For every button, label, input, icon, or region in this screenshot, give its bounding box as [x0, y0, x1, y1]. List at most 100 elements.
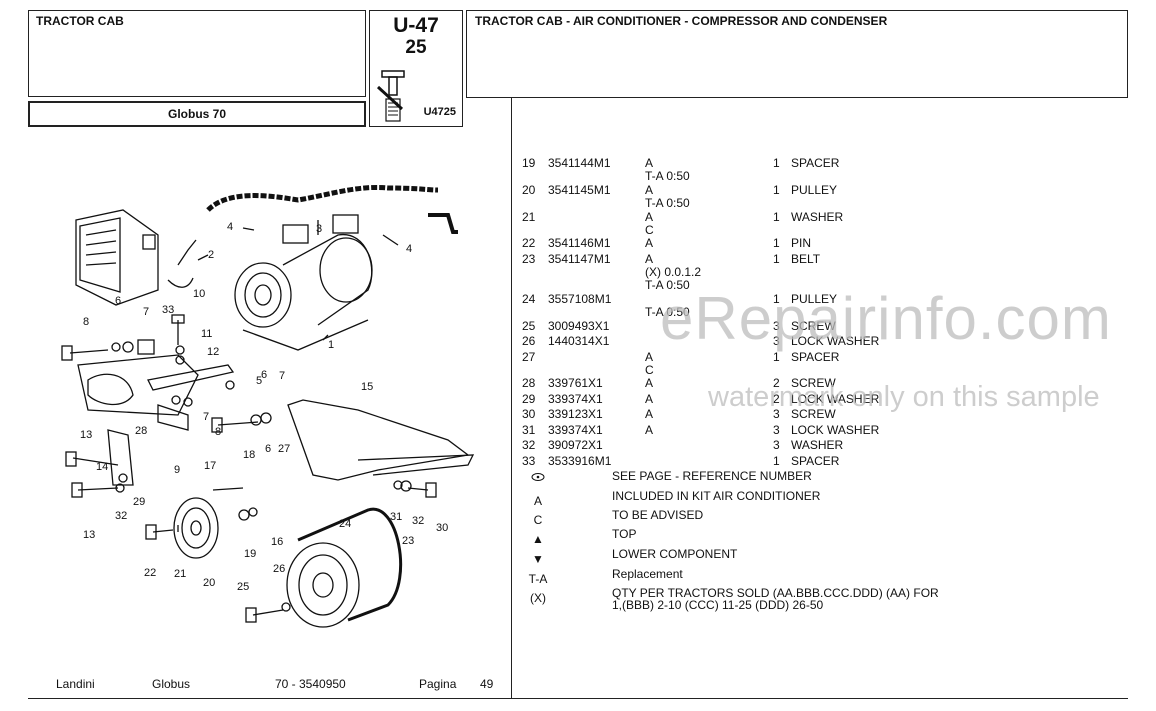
page-reference: U4725 [423, 106, 456, 118]
part-number: 3009493X1 [548, 319, 610, 333]
legend-symbol: ▼ [532, 552, 544, 566]
callout-label: 13 [83, 529, 95, 541]
callout-label: 16 [271, 536, 283, 548]
part-ref-number: 29 [522, 392, 536, 406]
callout-label: 11 [201, 328, 212, 340]
legend-symbol: A [533, 494, 542, 508]
callout-label: 8 [83, 316, 89, 328]
diagram-callouts: 1234456667778891011121313141516171819202… [80, 221, 448, 593]
column-divider [511, 98, 512, 698]
part-number: 339374X1 [548, 392, 603, 406]
part-number: 3541147M1 [548, 252, 611, 266]
legend-text: INCLUDED IN KIT AIR CONDITIONER [612, 489, 821, 503]
watermark-main: eRepairinfo.com [660, 285, 1112, 352]
part-quantity: 1 [773, 350, 780, 364]
part-note: A [645, 236, 654, 250]
callout-label: 5 [256, 375, 262, 387]
part-note: A [645, 376, 654, 390]
part-description: WASHER [791, 438, 844, 452]
callout-label: 1 [328, 339, 334, 351]
part-description: SPACER [791, 156, 840, 170]
part-description: SCREW [791, 319, 836, 333]
callout-label: 28 [135, 425, 147, 437]
part-quantity: 1 [773, 252, 780, 266]
callout-label: 30 [436, 522, 448, 534]
part-quantity: 2 [773, 392, 780, 406]
part-quantity: 3 [773, 334, 780, 348]
footer-page-label: Pagina [419, 677, 457, 691]
legend-text: TO BE ADVISED [612, 508, 704, 522]
part-ref-number: 31 [522, 423, 536, 437]
see-page-icon [528, 471, 548, 485]
part-ref-number: 33 [522, 454, 536, 468]
legend-text: QTY PER TRACTORS SOLD (AA.BBB.CCC.DDD) (… [612, 586, 939, 600]
callout-label: 22 [144, 567, 156, 579]
part-description: PIN [791, 236, 812, 250]
part-number: 3533916M1 [548, 454, 612, 468]
callout-label: 32 [412, 515, 424, 527]
callout-label: 18 [243, 449, 255, 461]
part-description: PULLEY [791, 292, 838, 306]
part-ref-number: 26 [522, 334, 536, 348]
part-ref-number: 28 [522, 376, 536, 390]
callout-label: 15 [361, 381, 373, 393]
callout-label: 25 [237, 581, 249, 593]
callout-label: 21 [174, 568, 186, 580]
footer-page-number: 49 [480, 677, 494, 691]
part-note: A [645, 423, 654, 437]
legend-text: TOP [612, 527, 637, 541]
callout-label: 13 [80, 429, 92, 441]
page-description: TRACTOR CAB - AIR CONDITIONER - COMPRESS… [466, 10, 1128, 98]
part-description: LOCK WASHER [791, 334, 880, 348]
model-name: Globus 70 [167, 107, 226, 121]
exploded-parts-diagram: 1234456667778891011121313141516171819202… [61, 184, 475, 628]
part-quantity: 3 [773, 407, 780, 421]
callout-label: 3 [316, 223, 322, 235]
footer-brand: Landini [56, 677, 95, 691]
part-number: 3557108M1 [548, 292, 612, 306]
part-description: LOCK WASHER [791, 392, 880, 406]
part-description: WASHER [791, 210, 844, 224]
callout-label: 9 [174, 464, 180, 476]
part-quantity: 1 [773, 236, 780, 250]
part-quantity: 1 [773, 156, 780, 170]
callout-label: 7 [203, 411, 209, 423]
callout-label: 7 [279, 370, 285, 382]
part-note-secondary: C [645, 223, 654, 237]
part-ref-number: 20 [522, 183, 536, 197]
part-ref-number: 23 [522, 252, 536, 266]
part-quantity: 1 [773, 292, 780, 306]
part-note: A [645, 183, 654, 197]
footer-series: Globus [152, 677, 191, 691]
part-quantity: 1 [773, 454, 780, 468]
callout-label: 14 [96, 461, 108, 473]
callout-label: 33 [162, 304, 174, 316]
part-description: SCREW [791, 407, 836, 421]
part-description: SPACER [791, 350, 840, 364]
part-quantity: 3 [773, 423, 780, 437]
part-quantity: 1 [773, 210, 780, 224]
part-number: 1440314X1 [548, 334, 610, 348]
part-description: SCREW [791, 376, 836, 390]
part-note-secondary: T-A 0:50 [645, 169, 690, 183]
callout-label: 17 [204, 460, 216, 472]
callout-label: 32 [115, 510, 127, 522]
section-title: TRACTOR CAB [28, 10, 366, 97]
legend-text-continued: 1,(BBB) 2-10 (CCC) 11-25 (DDD) 26-50 [612, 598, 824, 612]
legend-symbol: C [533, 513, 543, 527]
legend-text: Replacement [612, 567, 683, 581]
callout-label: 27 [278, 443, 290, 455]
model-box: Globus 70 [28, 101, 366, 127]
part-number: 339761X1 [548, 376, 603, 390]
part-description: SPACER [791, 454, 840, 468]
part-note: A [645, 210, 654, 224]
callout-label: 19 [244, 548, 256, 560]
part-description: LOCK WASHER [791, 423, 880, 437]
section-title-text: TRACTOR CAB [36, 14, 124, 28]
callout-label: 8 [215, 426, 221, 438]
part-note: A [645, 350, 654, 364]
legend-symbol: T-A [528, 572, 548, 586]
part-ref-number: 24 [522, 292, 536, 306]
callout-label: 6 [265, 443, 271, 455]
legend-text: LOWER COMPONENT [612, 547, 738, 561]
